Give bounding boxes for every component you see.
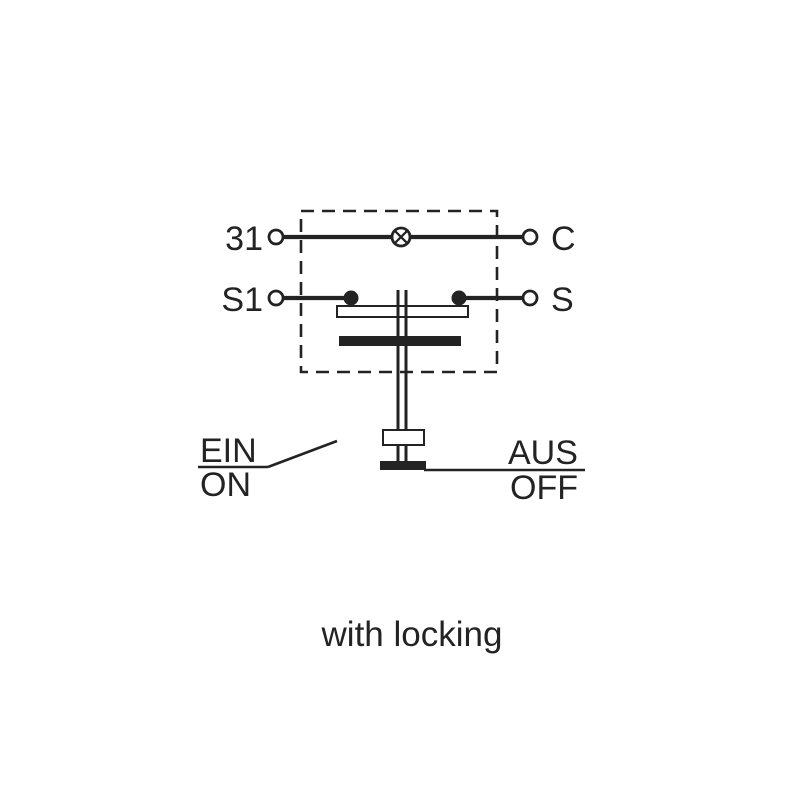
terminal-c-label: C [551,220,576,258]
state-on-en-label: ON [200,466,251,504]
contact-bridge [336,305,469,318]
lamp-icon [390,226,412,248]
state-off-de-label: AUS [508,434,578,472]
contact-dot-right [451,290,467,306]
locking-bar [339,336,461,346]
contact-dot-left [343,290,359,306]
terminal-31-label: 31 [225,220,263,258]
lamp-cross-line-2 [394,230,408,244]
state-off-en-label: OFF [510,469,578,507]
terminal-s1-label: S1 [221,281,263,319]
lever-diagonal-line [267,439,338,469]
terminal-s-circle [521,289,539,307]
housing-dashed-outline [299,209,499,374]
terminal-c-circle [521,228,539,246]
state-on-de-label: EIN [200,432,257,470]
terminal-31-circle [267,228,285,246]
actuator-knob [382,429,425,446]
diagram-caption: with locking [321,615,503,654]
terminal-s-label: S [551,281,574,319]
actuator-base-bar [380,461,426,470]
terminal-s1-circle [267,289,285,307]
